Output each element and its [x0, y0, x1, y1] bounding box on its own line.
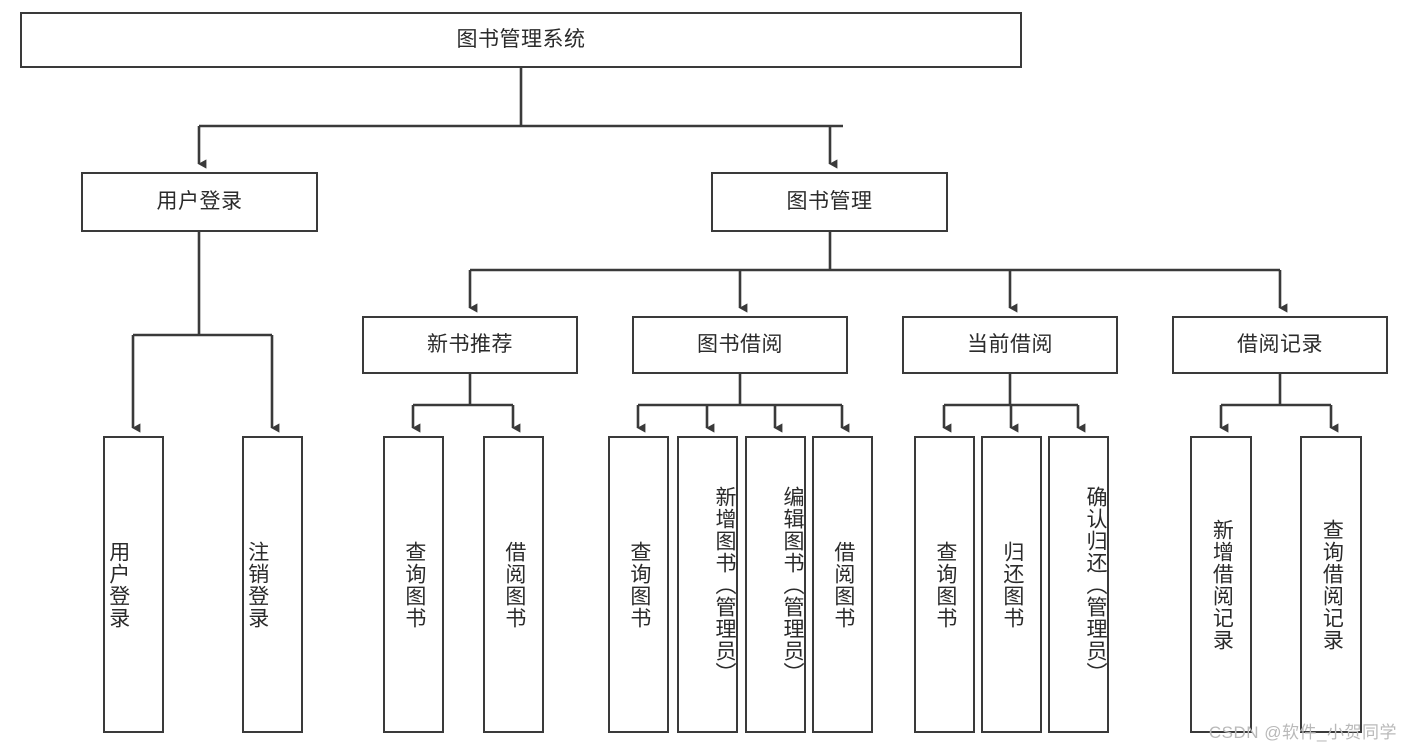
node-label: 借阅图书	[831, 540, 855, 629]
node-label: 注销登录	[245, 540, 269, 629]
node-current-borrow[interactable]: 当前借阅	[902, 316, 1118, 374]
node-label: 图书借阅	[697, 332, 783, 356]
node-new-book-recommend[interactable]: 新书推荐	[362, 316, 578, 374]
node-label: 当前借阅	[967, 332, 1053, 356]
node-label: 新书推荐	[427, 332, 513, 356]
node-book-management[interactable]: 图书管理	[711, 172, 948, 232]
node-label: 查询图书	[933, 540, 957, 629]
node-label: 查询借阅记录	[1320, 518, 1344, 651]
leaf-query-book-borrow[interactable]: 查询图书	[608, 436, 669, 733]
node-label: 查询图书	[402, 540, 426, 629]
node-label: 借阅记录	[1237, 332, 1323, 356]
leaf-edit-book-admin[interactable]: 编辑图书（管理员）	[745, 436, 806, 733]
leaf-borrow-book[interactable]: 借阅图书	[812, 436, 873, 733]
node-label: 归还图书	[1000, 540, 1024, 629]
node-label: 新增图书（管理员）	[713, 485, 736, 684]
node-label: 新增借阅记录	[1210, 518, 1234, 651]
node-label: 用户登录	[156, 189, 243, 213]
leaf-borrow-book-newbook[interactable]: 借阅图书	[483, 436, 544, 733]
node-label: 查询图书	[627, 540, 651, 629]
node-book-borrow[interactable]: 图书借阅	[632, 316, 848, 374]
node-label: 图书管理系统	[456, 27, 586, 51]
node-label: 确认归还（管理员）	[1084, 485, 1107, 684]
node-label: 图书管理	[786, 189, 873, 213]
node-user-login[interactable]: 用户登录	[81, 172, 318, 232]
node-label: 编辑图书（管理员）	[781, 485, 804, 684]
node-borrow-record[interactable]: 借阅记录	[1172, 316, 1388, 374]
leaf-add-book-admin[interactable]: 新增图书（管理员）	[677, 436, 738, 733]
leaf-confirm-return-admin[interactable]: 确认归还（管理员）	[1048, 436, 1109, 733]
leaf-user-login[interactable]: 用户登录	[103, 436, 164, 733]
node-root-book-management-system[interactable]: 图书管理系统	[20, 12, 1022, 68]
leaf-logout[interactable]: 注销登录	[242, 436, 303, 733]
leaf-return-book[interactable]: 归还图书	[981, 436, 1042, 733]
node-label: 借阅图书	[502, 540, 526, 629]
leaf-query-borrow-record[interactable]: 查询借阅记录	[1300, 436, 1362, 733]
leaf-add-borrow-record[interactable]: 新增借阅记录	[1190, 436, 1252, 733]
leaf-query-book-newbook[interactable]: 查询图书	[383, 436, 444, 733]
node-label: 用户登录	[106, 540, 130, 629]
leaf-query-book-current[interactable]: 查询图书	[914, 436, 975, 733]
watermark-text: CSDN @软件_小贺同学	[1208, 723, 1397, 742]
